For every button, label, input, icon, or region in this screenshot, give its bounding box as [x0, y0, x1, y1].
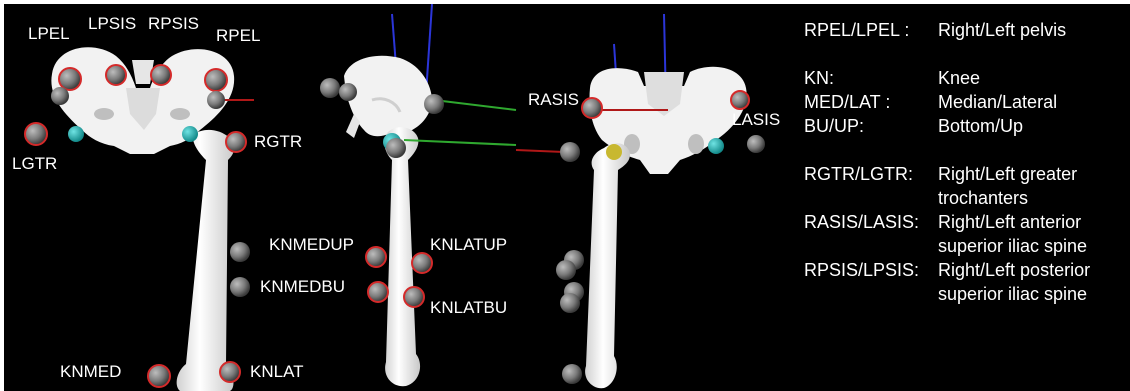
legend-abbr: RPEL/LPEL :: [804, 18, 938, 42]
label-knmed: KNMED: [60, 362, 121, 382]
legend-row-pelvis: RPEL/LPEL : Right/Left pelvis: [804, 18, 1130, 42]
x-axis-line-2: [516, 150, 564, 152]
hip-joint-center-anterior-right: [606, 144, 622, 160]
marker-lateral-1: [320, 78, 340, 98]
marker-rpsis: [151, 65, 171, 85]
marker-extra-left: [51, 87, 69, 105]
marker-anterior-knee-2: [556, 260, 576, 280]
z-axis-line-2: [426, 4, 432, 94]
legend-desc: Right/Left anterior superior iliac spine: [938, 210, 1130, 258]
legend-row-knee: KN: Knee: [804, 66, 1130, 90]
marker-rasis: [582, 98, 602, 118]
label-rpel: RPEL: [216, 26, 260, 46]
marker-lpsis: [106, 65, 126, 85]
lateral-view: [320, 4, 564, 386]
marker-lateral-2: [339, 83, 357, 101]
legend-abbr: MED/LAT :: [804, 90, 938, 114]
label-lpel: LPEL: [28, 24, 70, 44]
legend-desc: Median/Lateral: [938, 90, 1130, 114]
legend-desc: Right/Left greater trochanters: [938, 162, 1130, 210]
legend-row-asis: RASIS/LASIS: Right/Left anterior superio…: [804, 210, 1130, 258]
marker-knlatup: [412, 253, 432, 273]
marker-anterior-ankle: [562, 364, 582, 384]
label-knlatup: KNLATUP: [430, 235, 507, 255]
marker-lpel: [59, 68, 81, 90]
label-rgtr: RGTR: [254, 132, 302, 152]
legend-desc: Right/Left pelvis: [938, 18, 1130, 42]
marker-rgtr: [226, 132, 246, 152]
legend-desc: Right/Left posterior superior iliac spin…: [938, 258, 1130, 306]
label-lpsis: LPSIS: [88, 14, 136, 34]
marker-knmedup-lateral: [366, 247, 386, 267]
legend-abbr: RGTR/LGTR:: [804, 162, 938, 210]
marker-knmed: [148, 365, 170, 387]
label-knlatbu: KNLATBU: [430, 298, 507, 318]
label-lasis: LASIS: [732, 110, 780, 130]
abbreviation-legend: RPEL/LPEL : Right/Left pelvis KN: Knee M…: [804, 18, 1130, 306]
label-knmedbu: KNMEDBU: [260, 277, 345, 297]
marker-knlat: [220, 362, 240, 382]
femur-posterior: [177, 130, 235, 391]
anterior-view: [556, 14, 765, 388]
legend-abbr: RPSIS/LPSIS:: [804, 258, 938, 306]
femur-anterior: [585, 143, 630, 388]
pelvis-femur-figure: LPEL LPSIS RPSIS RPEL LGTR RGTR KNMEDUP …: [4, 4, 1130, 391]
marker-knmedbu-lateral: [368, 282, 388, 302]
marker-knmedbu: [230, 277, 250, 297]
legend-abbr: RASIS/LASIS:: [804, 210, 938, 258]
marker-lasis: [731, 91, 749, 109]
y-axis-line-1: [434, 100, 516, 110]
marker-rpel: [205, 69, 227, 91]
marker-lateral-3: [424, 94, 444, 114]
label-rpsis: RPSIS: [148, 14, 199, 34]
legend-desc: Knee: [938, 66, 1130, 90]
legend-row-trochanters: RGTR/LGTR: Right/Left greater trochanter…: [804, 162, 1130, 210]
pelvis-lateral: [344, 56, 432, 138]
marker-knlatbu: [404, 287, 424, 307]
marker-anterior-rgtr: [560, 142, 580, 162]
y-axis-line-2: [404, 140, 516, 145]
legend-row-psis: RPSIS/LPSIS: Right/Left posterior superi…: [804, 258, 1130, 306]
marker-anterior-knee-4: [560, 293, 580, 313]
marker-lateral-4: [386, 138, 406, 158]
legend-abbr: KN:: [804, 66, 938, 90]
legend-row-buup: BU/UP: Bottom/Up: [804, 114, 1130, 138]
legend-desc: Bottom/Up: [938, 114, 1130, 138]
marker-anterior-lateral: [747, 135, 765, 153]
legend-abbr: BU/UP:: [804, 114, 938, 138]
hip-joint-center-anterior-left: [708, 138, 724, 154]
label-knmedup: KNMEDUP: [269, 235, 354, 255]
posterior-view: [25, 47, 254, 391]
label-knlat: KNLAT: [250, 362, 304, 382]
marker-extra-right: [207, 91, 225, 109]
marker-lgtr: [25, 123, 47, 145]
right-hip-joint-center: [182, 126, 198, 142]
marker-knmedup: [230, 242, 250, 262]
left-hip-joint-center: [68, 126, 84, 142]
legend-row-medlat: MED/LAT : Median/Lateral: [804, 90, 1130, 114]
label-rasis: RASIS: [528, 90, 579, 110]
label-lgtr: LGTR: [12, 154, 57, 174]
